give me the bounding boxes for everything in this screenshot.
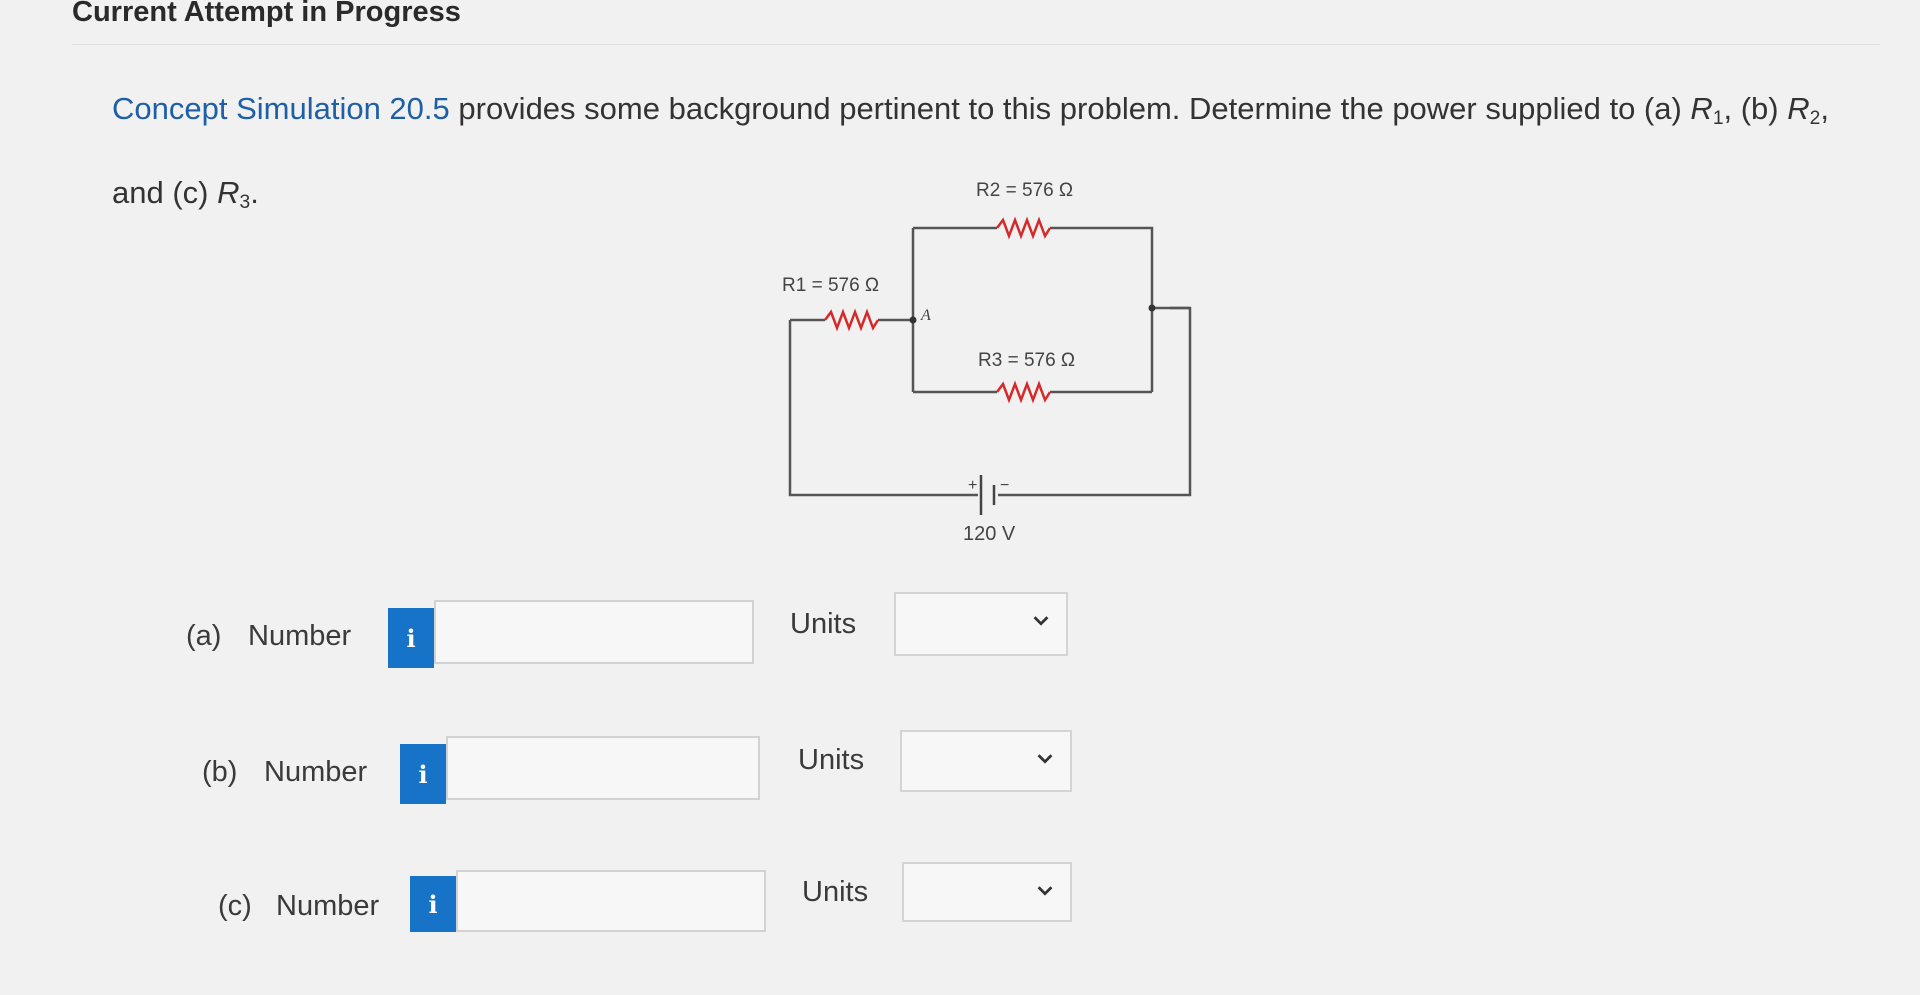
r1-label: R1 = 576 Ω — [782, 275, 879, 296]
question-text: Concept Simulation 20.5 provides some ba… — [112, 72, 1832, 240]
number-label-a: Number — [248, 620, 352, 652]
info-icon: i — [406, 623, 416, 653]
r3-label: R3 = 576 Ω — [978, 350, 1075, 371]
number-input-b[interactable] — [446, 736, 760, 800]
number-label-c: Number — [276, 890, 380, 922]
question-body: provides some background pertinent to th… — [449, 91, 1691, 126]
battery-plus-label: + — [968, 477, 977, 494]
term-r1: R1 — [1690, 91, 1724, 129]
info-icon: i — [418, 759, 428, 789]
node-a-dot — [909, 316, 917, 324]
resistor-r3 — [996, 380, 1052, 404]
node-a-label: A — [920, 307, 931, 324]
term-r3: R3 — [217, 174, 251, 213]
question-sep-1: , (b) — [1723, 91, 1788, 126]
circuit-diagram: R1 = 576 Ω R2 = 576 Ω R3 = 576 Ω A + − 1… — [782, 180, 1192, 545]
part-label-b: (b) — [202, 756, 238, 788]
term-r2: R2 — [1787, 91, 1821, 129]
r2-label: R2 = 576 Ω — [976, 180, 1073, 201]
units-label-b: Units — [798, 744, 865, 776]
resistor-r2 — [996, 216, 1052, 240]
battery-minus-label: − — [1000, 477, 1009, 494]
battery-voltage-label: 120 V — [963, 523, 1016, 545]
concept-simulation-link[interactable]: Concept Simulation 20.5 — [112, 91, 450, 126]
resistor-r1 — [824, 308, 880, 332]
question-sep-2: , and (c) — [112, 91, 1829, 210]
circuit-wires — [788, 226, 1192, 497]
part-label-a: (a) — [186, 620, 222, 652]
units-label-c: Units — [802, 876, 869, 908]
units-dropdown-a[interactable] — [894, 592, 1068, 656]
units-dropdown-c[interactable] — [902, 862, 1072, 922]
number-input-a[interactable] — [434, 600, 754, 664]
page-title: Current Attempt in Progress — [72, 0, 461, 28]
question-end: . — [250, 174, 259, 210]
info-icon: i — [428, 889, 438, 919]
units-dropdown-b[interactable] — [900, 730, 1072, 792]
chevron-down-icon — [1037, 886, 1053, 896]
header-divider — [72, 44, 1880, 45]
number-label-b: Number — [264, 756, 368, 788]
info-button-c[interactable]: i — [410, 876, 456, 932]
chevron-down-icon — [1033, 616, 1049, 626]
units-label-a: Units — [790, 608, 857, 640]
info-button-a[interactable]: i — [388, 608, 434, 668]
junction-dot — [1148, 304, 1156, 312]
number-input-c[interactable] — [456, 870, 766, 932]
battery-symbol — [979, 475, 996, 515]
chevron-down-icon — [1037, 754, 1053, 764]
info-button-b[interactable]: i — [400, 744, 446, 804]
part-label-c: (c) — [218, 890, 252, 922]
